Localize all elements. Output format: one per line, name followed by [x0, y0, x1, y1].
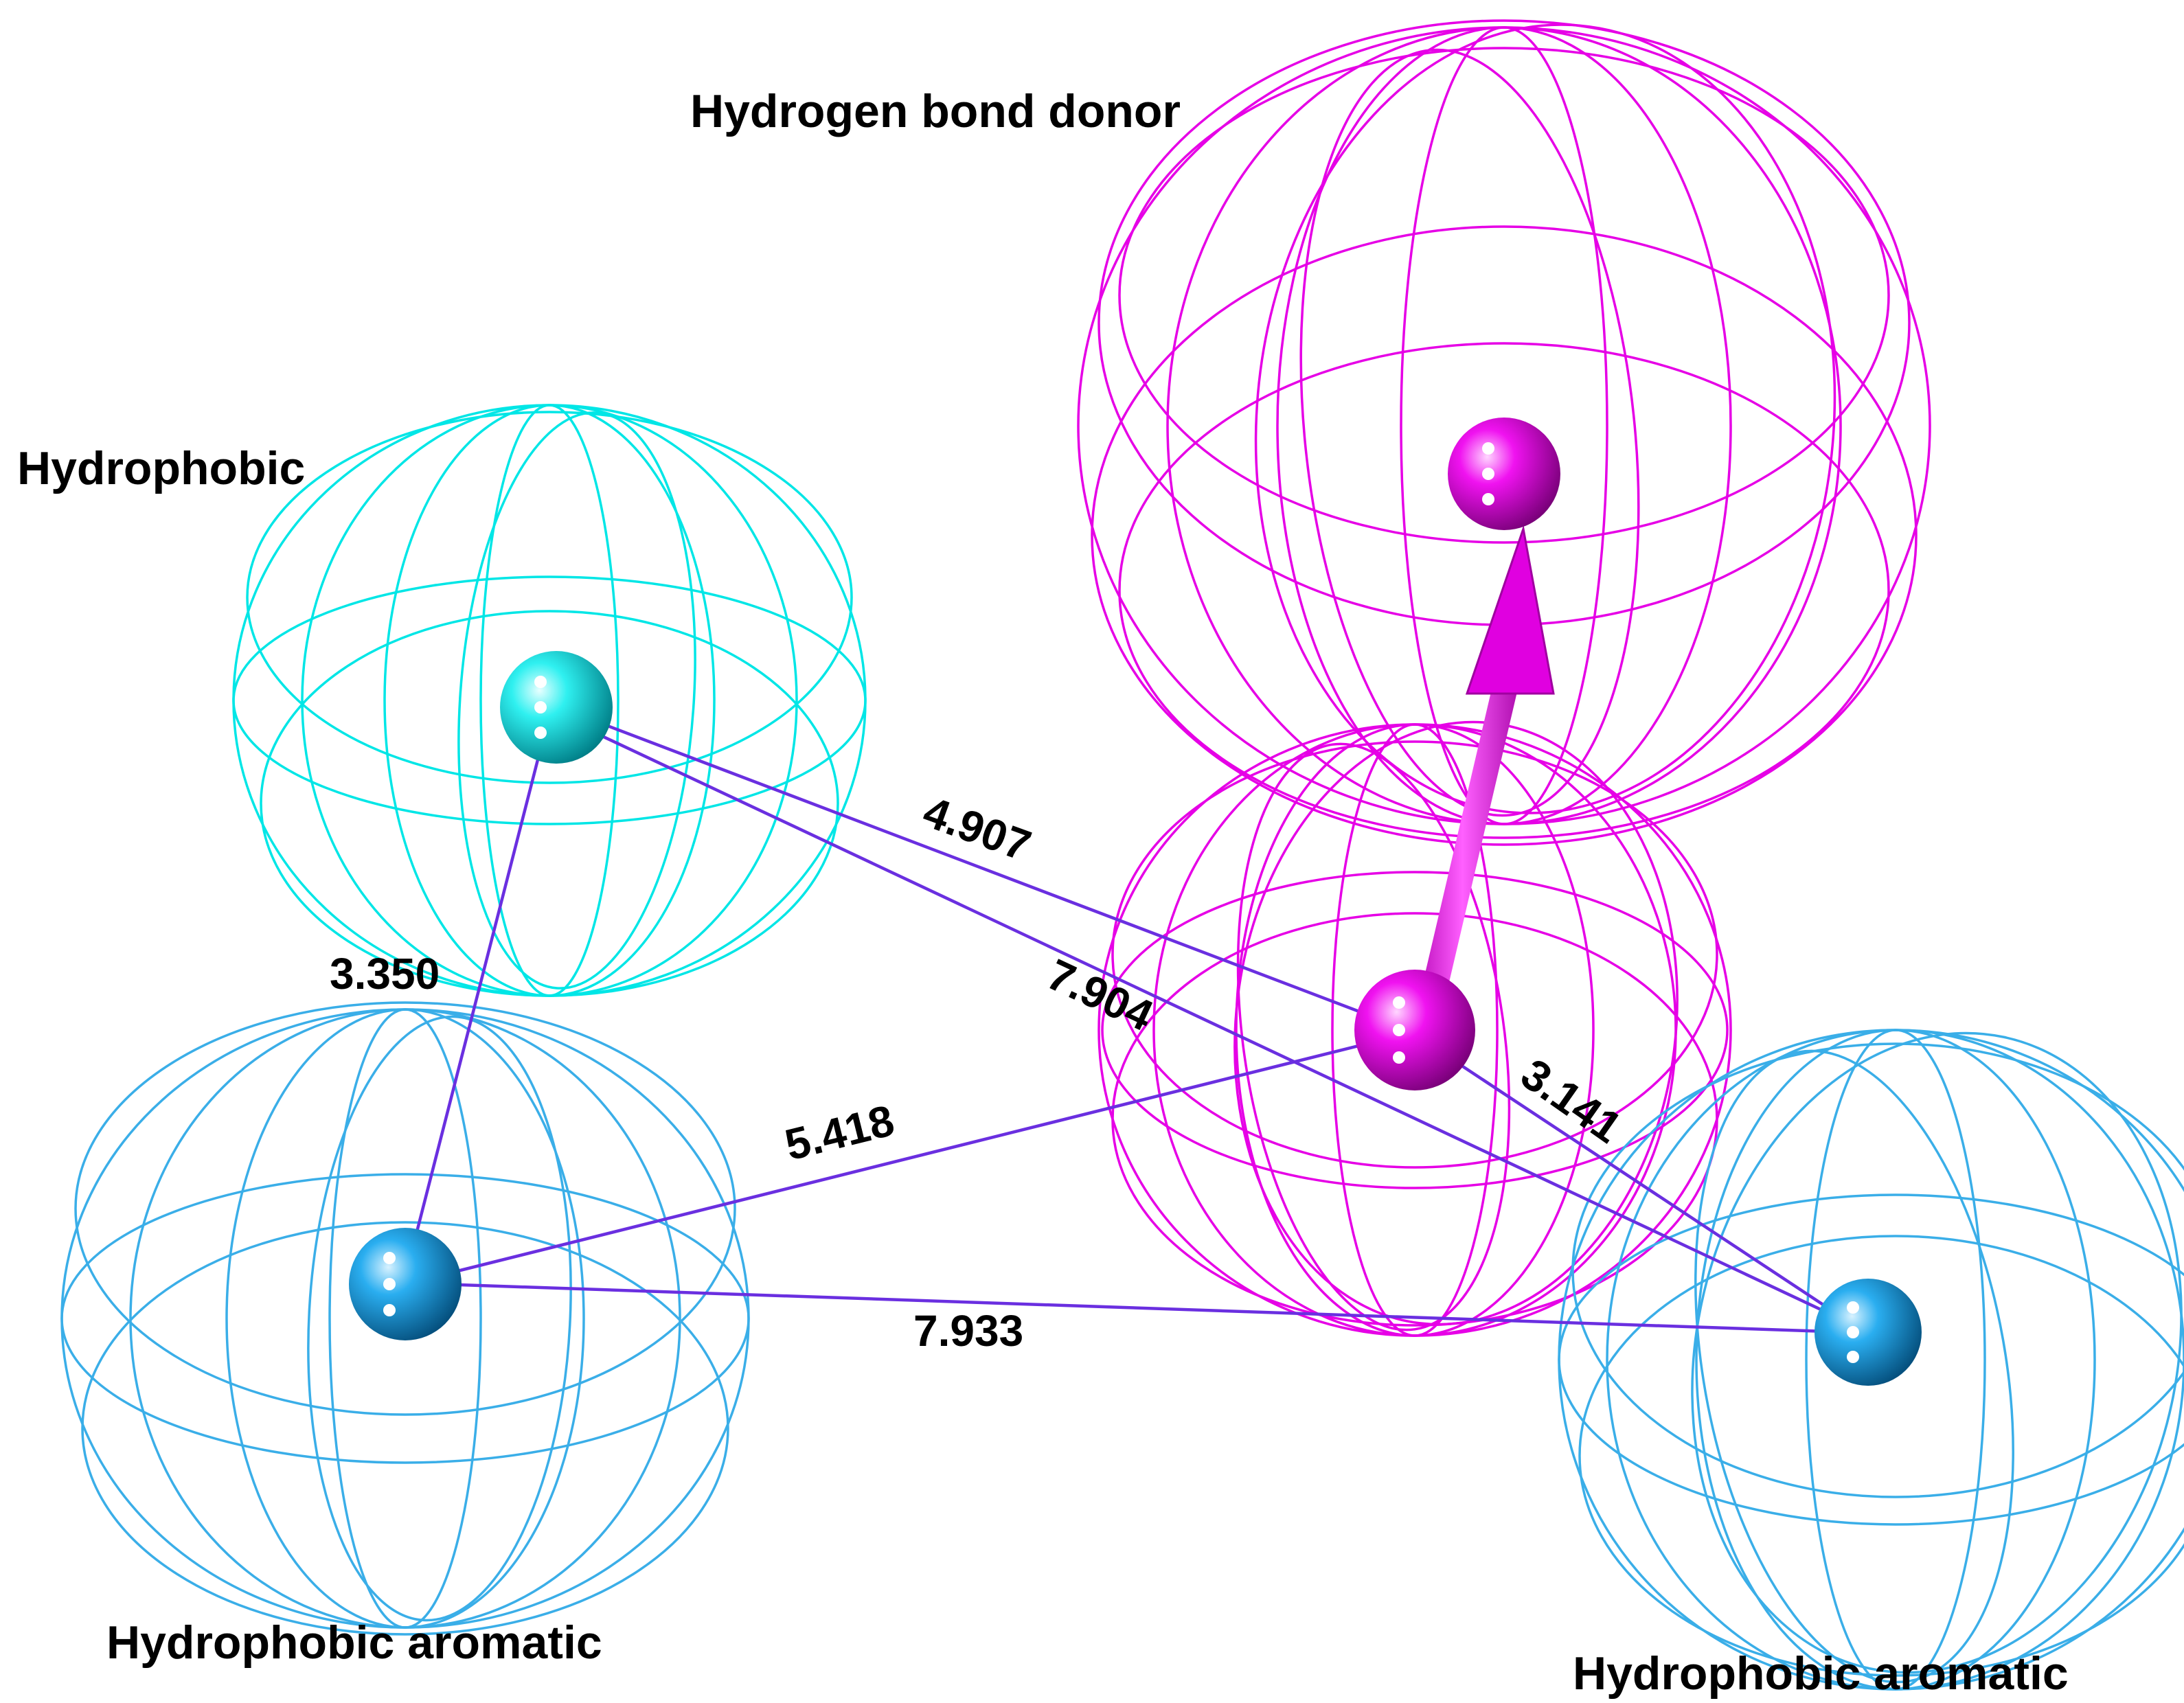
hydrophobic-wireframe-sphere	[232, 404, 867, 997]
hbd-tip-wireframe-sphere	[1077, 19, 1931, 846]
hbd-feature-label: Hydrogen bond donor	[690, 85, 1181, 137]
distance-label-3350: 3.350	[330, 949, 440, 998]
distance-lines	[403, 712, 1856, 1334]
aromatic-left-feature-label: Hydrophobic aromatic	[106, 1616, 602, 1669]
distance-line-hydrophobic-hbd-base	[576, 712, 1409, 1032]
distance-line-aromatic-left-aromatic-right	[439, 1282, 1848, 1334]
hbd-base-wireframe-sphere	[1097, 720, 1732, 1337]
aromatic-right-wireframe-sphere	[1558, 1029, 2184, 1691]
hbd-direction-arrow	[1409, 525, 1555, 1044]
aromatic-right-centroid	[1815, 1279, 1922, 1386]
distance-label-4907: 4.907	[917, 786, 1037, 870]
hbd-base-centroid	[1354, 970, 1475, 1090]
hydrophobic-feature-label: Hydrophobic	[17, 442, 305, 494]
distance-label-5418: 5.418	[780, 1095, 899, 1170]
aromatic-right-feature-label: Hydrophobic aromatic	[1573, 1647, 2069, 1700]
hydrophobic-centroid	[500, 651, 613, 764]
distance-line-hydrophobic-aromatic-left	[403, 713, 551, 1278]
aromatic-left-centroid	[349, 1228, 462, 1340]
distance-label-7933: 7.933	[913, 1306, 1023, 1356]
distance-line-aromatic-left-hbd-base	[432, 1042, 1367, 1279]
aromatic-left-wireframe-sphere	[60, 1001, 750, 1636]
distance-line-hbd-base-aromatic-right	[1427, 1042, 1856, 1327]
distance-line-hydrophobic-aromatic-right	[569, 719, 1855, 1327]
distance-label-7904: 7.904	[1040, 949, 1161, 1040]
hbd-tip-centroid	[1448, 418, 1560, 530]
